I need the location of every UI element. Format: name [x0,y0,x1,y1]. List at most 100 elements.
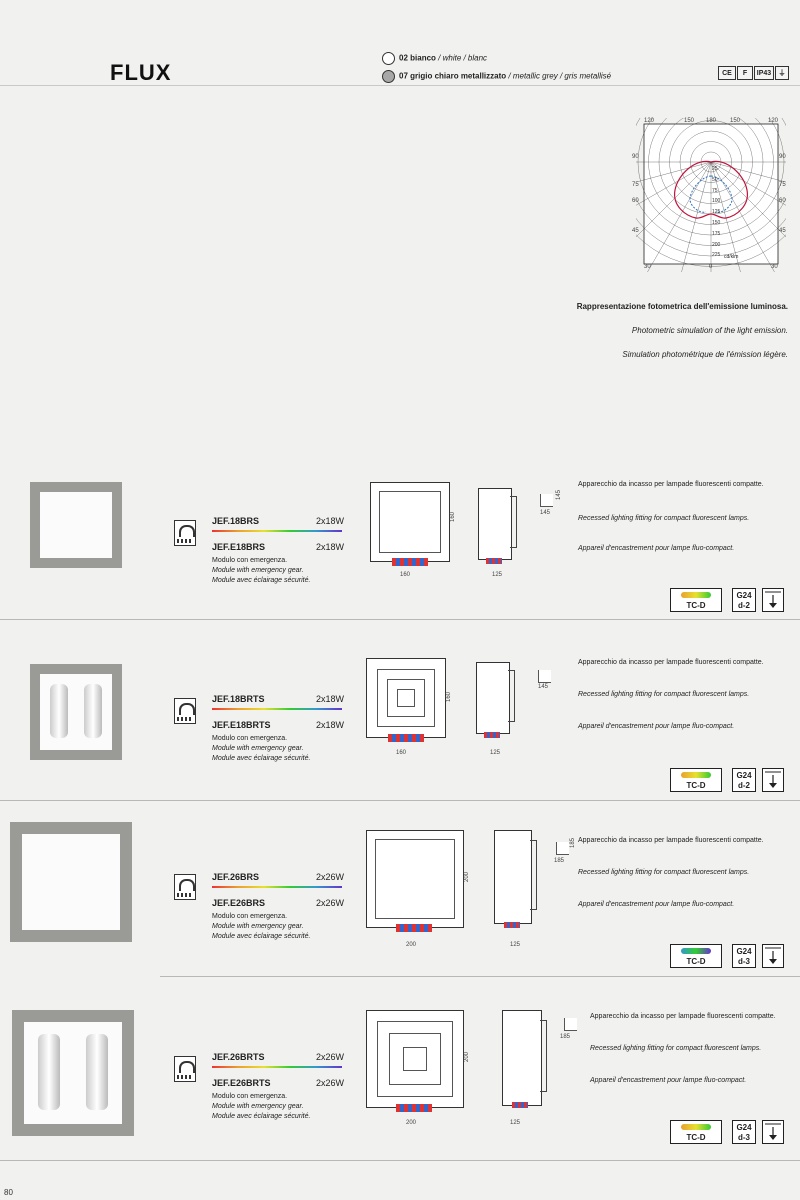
angle-label: 75 [779,182,786,188]
photometric-grid [571,57,800,302]
photometric-caption-it: Rappresentazione fotometrica dell'emissi… [576,302,788,311]
model-code-emergency: JEF.E26BRTS [212,1078,271,1088]
cutout-height: 145 [556,489,563,501]
front-view-drawing [366,658,446,738]
desc-en: Module with emergency gear. [212,745,304,752]
product-photo [10,822,132,942]
cutout-icon [540,494,553,507]
spec-it: Apparecchio da incasso per lampade fluor… [578,837,764,844]
angle-label: 45 [779,228,786,234]
photometric-diagram: 120 150 180 150 120 90 75 60 45 90 75 60… [571,57,800,302]
angle-label: 120 [768,118,779,124]
page-title: FLUX [110,60,172,85]
spec-fr: Appareil d'encastrement pour lampe fluo-… [578,545,735,552]
angle-label: 120 [644,118,655,124]
ip43-badge: IP43 [754,66,774,80]
finish-option-grey: 07 grigio chiaro metallizzato / metallic… [382,70,611,83]
angle-label: 30 [771,264,778,270]
luminaire-class-icon [174,698,196,724]
desc-it: Modulo con emergenza. [212,1093,288,1100]
lamp-type-badge: TC-D [670,588,722,612]
lamp-type-badge: TC-D [670,1120,722,1144]
model-code: JEF.26BRS [212,872,260,882]
side-view-drawing [476,662,510,734]
angle-label: 30 [644,264,651,270]
spec-fr: Appareil d'encastrement pour lampe fluo-… [578,723,735,730]
angle-label: 45 [632,228,639,234]
product-row-2: JEF.18BRTS 2x18W JEF.E18BRTS 2x18W Modul… [0,640,800,800]
row-divider [0,619,800,620]
swatch-grey [382,70,395,83]
desc-en: Module with emergency gear. [212,1103,304,1110]
swatch-white [382,52,395,65]
spec-it: Apparecchio da incasso per lampade fluor… [590,1013,776,1020]
f-mark-icon: F [737,66,753,80]
dimension-width: 200 [406,942,417,948]
recessed-arrow-icon [762,768,784,792]
model-code-emergency: JEF.E18BRTS [212,720,271,730]
dimension-depth: 125 [492,572,503,578]
ce-mark-icon: CE [718,66,736,80]
model-code: JEF.18BRTS [212,694,265,704]
side-view-drawing [478,488,512,560]
spec-fr: Appareil d'encastrement pour lampe fluo-… [578,901,735,908]
spec-fr: Appareil d'encastrement pour lampe fluo-… [590,1077,747,1084]
row-divider [160,976,800,977]
front-view-drawing [366,1010,464,1108]
side-view-drawing [494,830,532,924]
angle-label: 180 [706,118,717,124]
page-number: 80 [4,1188,13,1197]
desc-fr: Module avec éclairage sécurité. [212,577,311,584]
dimension-depth: 125 [490,750,501,756]
wattage: 2x26W [316,898,345,908]
angle-label: 90 [779,154,786,160]
earth-ground-icon: ⏚ [775,66,789,80]
angle-label: 75 [632,182,639,188]
dimension-height: 160 [446,691,453,703]
desc-en: Module with emergency gear. [212,567,304,574]
model-code: JEF.18BRS [212,516,260,526]
dimension-width: 200 [406,1120,417,1126]
wattage: 2x26W [316,1052,345,1062]
angle-label: 150 [684,118,695,124]
cutout-icon [564,1018,577,1031]
desc-it: Modulo con emergenza. [212,913,288,920]
desc-it: Modulo con emergenza. [212,557,288,564]
desc-it: Modulo con emergenza. [212,735,288,742]
angle-label: 150 [730,118,741,124]
recessed-arrow-icon [762,588,784,612]
recessed-arrow-icon [762,944,784,968]
header-divider [0,85,800,86]
row-divider [0,1160,800,1161]
lamp-type-badge: TC-D [670,944,722,968]
wattage: 2x26W [316,872,345,882]
side-view-drawing [502,1010,542,1106]
photometric-caption-fr: Simulation photométrique de l'émission l… [622,350,788,359]
cutout-height: 185 [570,837,577,849]
model-code-emergency: JEF.E26BRS [212,898,266,908]
model-code-emergency: JEF.E18BRS [212,542,266,552]
angle-label: 60 [632,198,639,204]
desc-fr: Module avec éclairage sécurité. [212,755,311,762]
dimension-depth: 125 [510,942,521,948]
radial-scale: 25 50 75 100 125 150 175 200 225 [712,166,721,259]
dimension-height: 200 [464,871,471,883]
model-code: JEF.26BRTS [212,1052,265,1062]
dimension-width: 160 [400,572,411,578]
cutout-width: 185 [554,858,565,864]
photometric-caption-en: Photometric simulation of the light emis… [631,326,788,335]
dimension-width: 160 [396,750,407,756]
wattage: 2x18W [316,516,345,526]
desc-en: Module with emergency gear. [212,923,304,930]
dimension-height: 160 [450,511,457,523]
product-photo [30,482,122,568]
product-photo [12,1010,134,1136]
dimension-depth: 125 [510,1120,521,1126]
luminaire-class-icon [174,1056,196,1082]
cutout-icon [556,842,569,855]
luminaire-class-icon [174,520,196,546]
product-photo [30,664,122,760]
